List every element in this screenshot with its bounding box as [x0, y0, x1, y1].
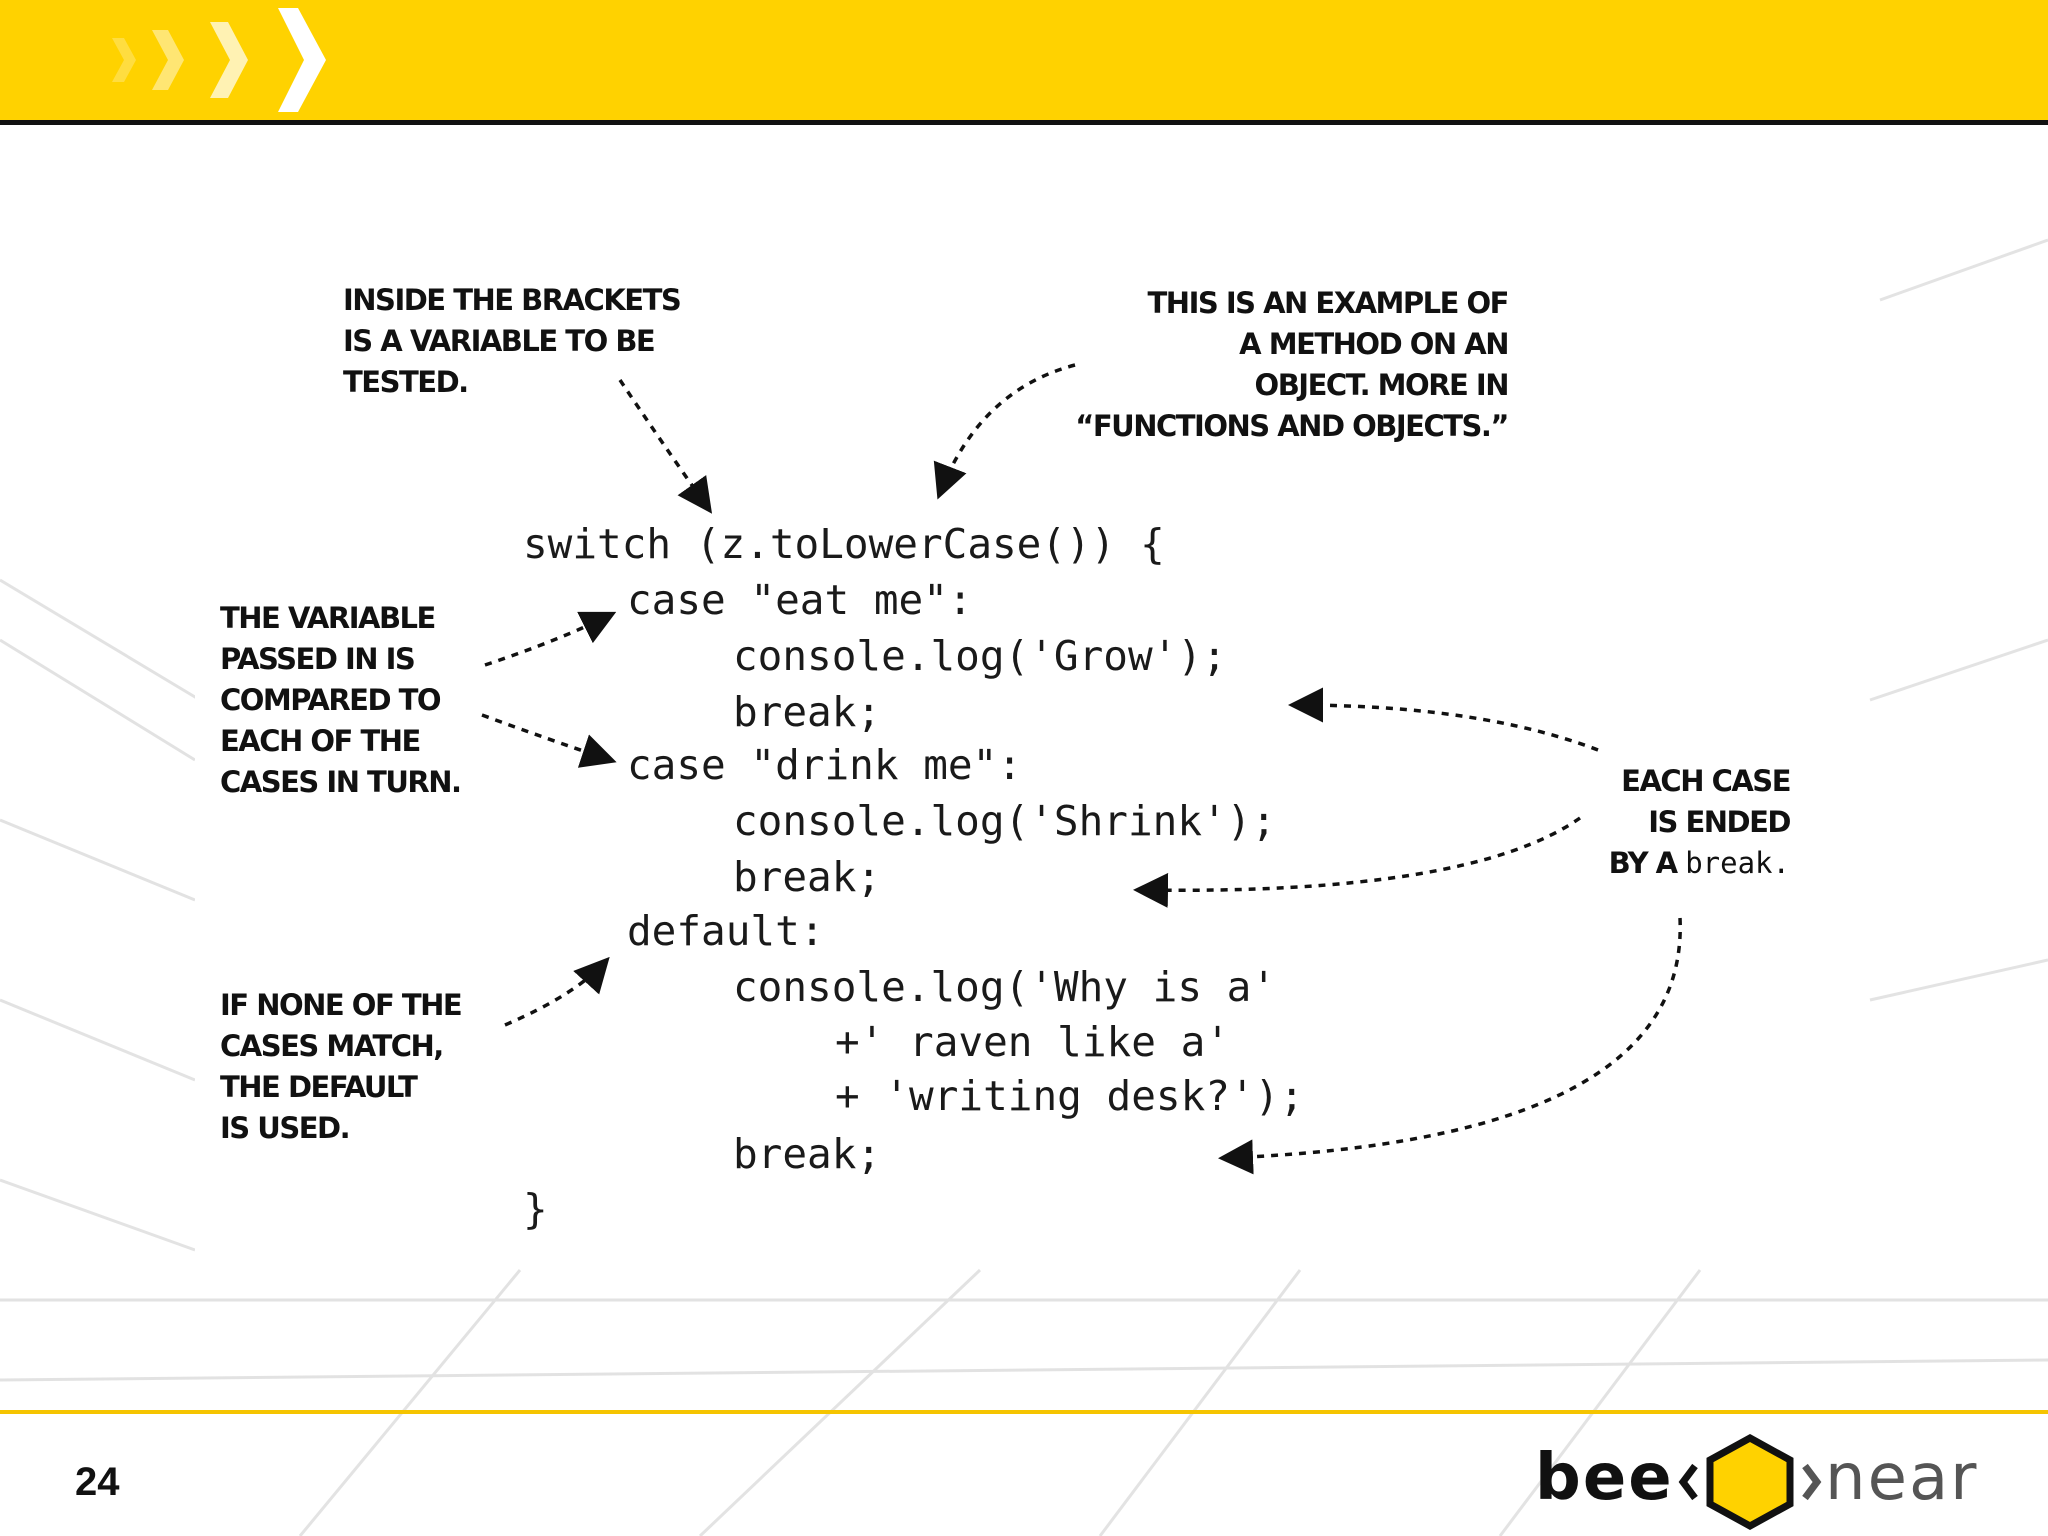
code-line: console.log('Why is a': [733, 963, 1277, 1011]
code-line: case "drink me":: [627, 741, 1022, 789]
code-line: + 'writing desk?');: [835, 1072, 1304, 1120]
content-panel: [195, 200, 1860, 1265]
code-line: default:: [627, 907, 825, 955]
annotation-break-suffix: .: [1772, 846, 1790, 880]
code-line: case "eat me":: [627, 576, 973, 624]
code-line: break;: [733, 1130, 882, 1178]
code-line: break;: [733, 688, 882, 736]
page-number: 24: [75, 1460, 120, 1504]
header-bar: [0, 0, 2048, 125]
arrow-case-one: [484, 611, 617, 667]
hexagon-logo-icon: [1678, 1434, 1822, 1530]
arrow-case-two: [481, 713, 617, 768]
annotation-break-prefix: BY A: [1608, 846, 1686, 880]
annotation-default: IF NONE OF THE CASES MATCH, THE DEFAULT …: [220, 988, 463, 1145]
annotation-brackets: INSIDE THE BRACKETS IS A VARIABLE TO BE …: [343, 283, 682, 399]
code-line: console.log('Shrink');: [733, 797, 1277, 845]
logo-word-right: near: [1825, 1441, 1979, 1515]
annotation-method: THIS IS AN EXAMPLE OF A METHOD ON AN OBJ…: [1075, 286, 1509, 443]
arrow-break-two: [1133, 816, 1582, 908]
chevron-arrows-icon: [112, 8, 326, 112]
arrow-break-three: [1218, 917, 1682, 1175]
arrow-brackets: [618, 379, 713, 514]
annotation-break: EACH CASE IS ENDED BY A break.: [1575, 761, 1792, 884]
arrow-default: [504, 956, 610, 1027]
annotation-break-line: IS ENDED: [1648, 805, 1791, 839]
footer-divider: [0, 1410, 2048, 1414]
code-line: console.log('Grow');: [733, 632, 1227, 680]
annotation-break-code: break: [1685, 846, 1773, 880]
code-line: +' raven like a': [835, 1018, 1230, 1066]
logo: bee near: [1535, 1430, 1995, 1530]
annotation-break-line: EACH CASE: [1621, 764, 1791, 798]
code-line: break;: [733, 853, 882, 901]
code-line: }: [523, 1185, 548, 1233]
annotation-compare: THE VARIABLE PASSED IN IS COMPARED TO EA…: [220, 601, 462, 799]
code-line: switch (z.toLowerCase()) {: [523, 520, 1165, 568]
logo-word-left: bee: [1535, 1441, 1674, 1515]
arrow-break-one: [1288, 687, 1599, 752]
